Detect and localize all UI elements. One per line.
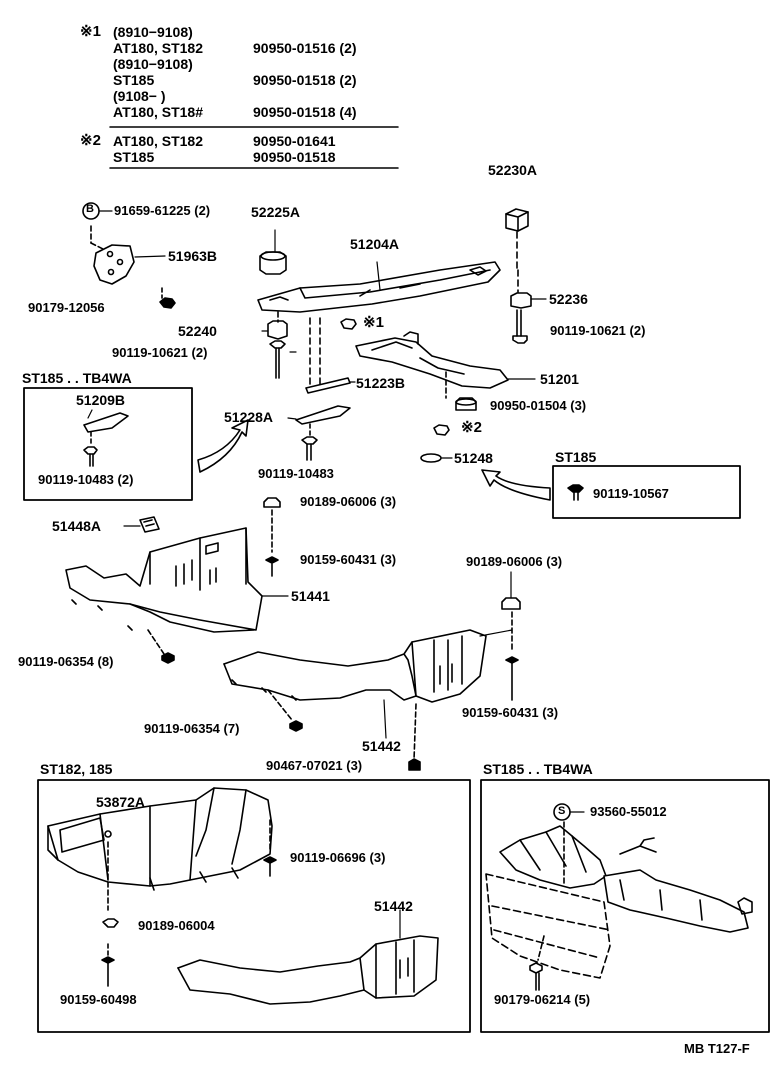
note2-mark: ※2: [80, 132, 101, 149]
under-cover-51442-bottom-drawing: [177, 909, 439, 1005]
note-model-cell: (9108− ): [113, 88, 166, 104]
note-model-cell: AT180, ST18#: [113, 104, 204, 120]
label-51223B: 51223B: [356, 375, 406, 391]
box-top-left-part: 51209B: [76, 392, 126, 408]
crossmember-51201-drawing: [355, 331, 536, 399]
bushing-52236-drawing: [510, 292, 547, 309]
label-91659-61225: 91659-61225 (2): [114, 203, 211, 218]
note-part-cell: 90950-01516 (2): [253, 40, 357, 56]
label-90119-10621-right: 90119-10621 (2): [550, 323, 646, 338]
label-90179-06214: 90179-06214 (5): [494, 992, 591, 1007]
label-90189-06004: 90189-06004: [138, 918, 215, 933]
note-row: (8910−9108): [113, 56, 413, 72]
note-part-cell: [253, 88, 413, 104]
label-93560-55012: 93560-55012: [590, 804, 667, 819]
label-51204A: 51204A: [350, 236, 400, 252]
label-90950-01504: 90950-01504 (3): [490, 398, 587, 413]
note-row: (8910−9108): [113, 24, 413, 40]
note1-table: (8910−9108)AT180, ST182 90950-01516 (2) (8…: [113, 24, 413, 120]
label-52236: 52236: [549, 291, 588, 307]
note-part-cell: 90950-01641: [253, 133, 336, 149]
note-part-cell: [253, 24, 413, 40]
bracket-51963B-drawing: [82, 202, 166, 285]
label-90179-12056: 90179-12056: [28, 300, 105, 315]
cover-53872A-drawing: [47, 787, 273, 911]
label-90159-60498: 90159-60498: [60, 992, 137, 1007]
bolt-90119-10621-right: [512, 269, 528, 344]
crossmember-51204A-drawing: [257, 261, 501, 313]
note-row: (9108− ): [113, 88, 413, 104]
label-51442-bottom: 51442: [374, 898, 413, 914]
note-model-cell: AT180, ST182: [113, 40, 204, 56]
under-cover-51441-drawing: [65, 527, 289, 655]
label-51201: 51201: [540, 371, 579, 387]
label-52230A: 52230A: [488, 162, 538, 178]
label-51441: 51441: [291, 588, 330, 604]
label-circle-b: B: [86, 203, 94, 215]
label-51442: 51442: [362, 738, 401, 754]
box-right-bolt: 90119-10567: [593, 486, 669, 501]
note-part-cell: 90950-01518: [253, 149, 336, 165]
label-90119-10483: 90119-10483: [258, 466, 334, 481]
note-model-cell: ST185: [113, 72, 155, 88]
label-90119-06354-7: 90119-06354 (7): [144, 721, 240, 736]
note-model-cell: AT180, ST182: [113, 133, 204, 149]
note1-mark: ※1: [80, 23, 101, 40]
label-51228A: 51228A: [224, 409, 274, 425]
label-51448A: 51448A: [52, 518, 102, 534]
note-part-cell: 90950-01518 (2): [253, 72, 357, 88]
label-90189-06006-left: 90189-06006 (3): [300, 494, 397, 509]
label-52240: 52240: [178, 323, 217, 339]
note-row: AT180, ST18# 90950-01518 (4): [113, 104, 413, 120]
bushing-52225A-drawing: [259, 229, 287, 275]
note-model-cell: (8910−9108): [113, 24, 193, 40]
insulator-90950-01504-drawing: [455, 397, 477, 411]
bolt-90119-10621-left: [269, 311, 286, 379]
label-51963B: 51963B: [168, 248, 218, 264]
box-bottom-right-title: ST185 . . TB4WA: [483, 761, 593, 777]
label-53872A: 53872A: [96, 794, 146, 810]
note-part-cell: 90950-01518 (4): [253, 104, 357, 120]
label-90159-60431-right: 90159-60431 (3): [462, 705, 559, 720]
label-52225A: 52225A: [251, 204, 301, 220]
label-circle-s: S: [558, 805, 566, 817]
label-90119-06354-8: 90119-06354 (8): [18, 654, 114, 669]
box-right-title: ST185: [555, 449, 597, 465]
note-row: ST185 90950-01518: [113, 149, 413, 165]
note-model-cell: (8910−9108): [113, 56, 193, 72]
note-row: AT180, ST182 90950-01516 (2): [113, 40, 413, 56]
under-cover-st185-tb4wa-drawing: [485, 803, 753, 979]
note-row: AT180, ST182 90950-01641: [113, 133, 413, 149]
nut-52230A-drawing: [505, 208, 529, 269]
box-bottom-left-title: ST182, 185: [40, 761, 113, 777]
note-model-cell: ST185: [113, 149, 155, 165]
label-mark2: ※2: [461, 419, 482, 436]
label-90467-07021: 90467-07021 (3): [266, 758, 363, 773]
bolt-90119-10483-drawing: [301, 423, 318, 461]
under-cover-51442-drawing: [223, 629, 513, 761]
note-row: ST185 90950-01518 (2): [113, 72, 413, 88]
label-51248: 51248: [454, 450, 493, 466]
label-90119-10621-left: 90119-10621 (2): [112, 345, 208, 360]
box-top-left-title: ST185 . . TB4WA: [22, 370, 132, 386]
note-part-cell: [253, 56, 413, 72]
label-90159-60431-left: 90159-60431 (3): [300, 552, 397, 567]
label-90119-06696: 90119-06696 (3): [290, 850, 386, 865]
label-mark1: ※1: [363, 314, 384, 331]
bushing-52240-drawing: [261, 320, 288, 340]
figure-code: MB T127-F: [684, 1041, 750, 1056]
box-top-left-bolt: 90119-10483 (2): [38, 472, 134, 487]
label-90189-06006-right: 90189-06006 (3): [466, 554, 563, 569]
